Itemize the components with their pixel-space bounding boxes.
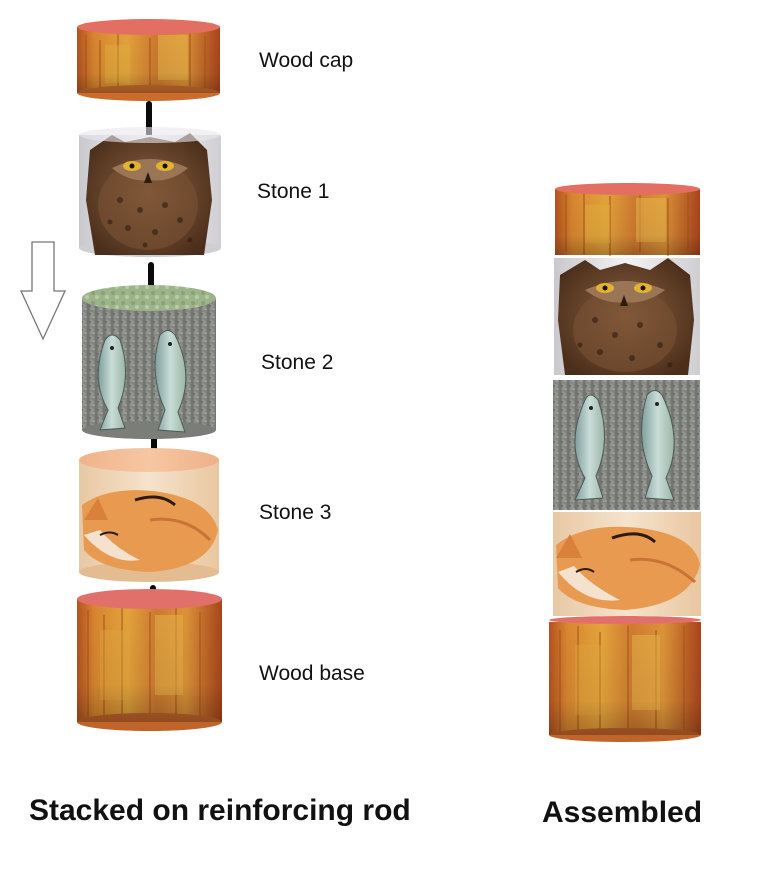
wood-base-label: Wood base: [259, 662, 365, 685]
wood-cap-stacked: [77, 19, 220, 101]
down-arrow-icon: [19, 241, 67, 341]
stone-3-stacked: [79, 448, 219, 582]
assembled-caption: Assembled: [542, 796, 703, 829]
stone-1-label: Stone 1: [257, 180, 330, 203]
stone-1-stacked: [79, 127, 221, 257]
stone-2-stacked: [82, 285, 216, 439]
wood-base-assembled: [549, 616, 701, 742]
wood-cap-assembled: [555, 183, 700, 256]
wood-cap-label: Wood cap: [259, 49, 354, 72]
wood-base-stacked: [77, 589, 222, 731]
stone-3-assembled: [553, 512, 701, 616]
stone-3-label: Stone 3: [259, 501, 332, 524]
stacked-caption: Stacked on reinforcing rod: [29, 794, 411, 827]
stone-2-label: Stone 2: [261, 351, 334, 374]
stone-1-assembled: [554, 258, 700, 375]
stone-2-assembled: [553, 380, 700, 510]
